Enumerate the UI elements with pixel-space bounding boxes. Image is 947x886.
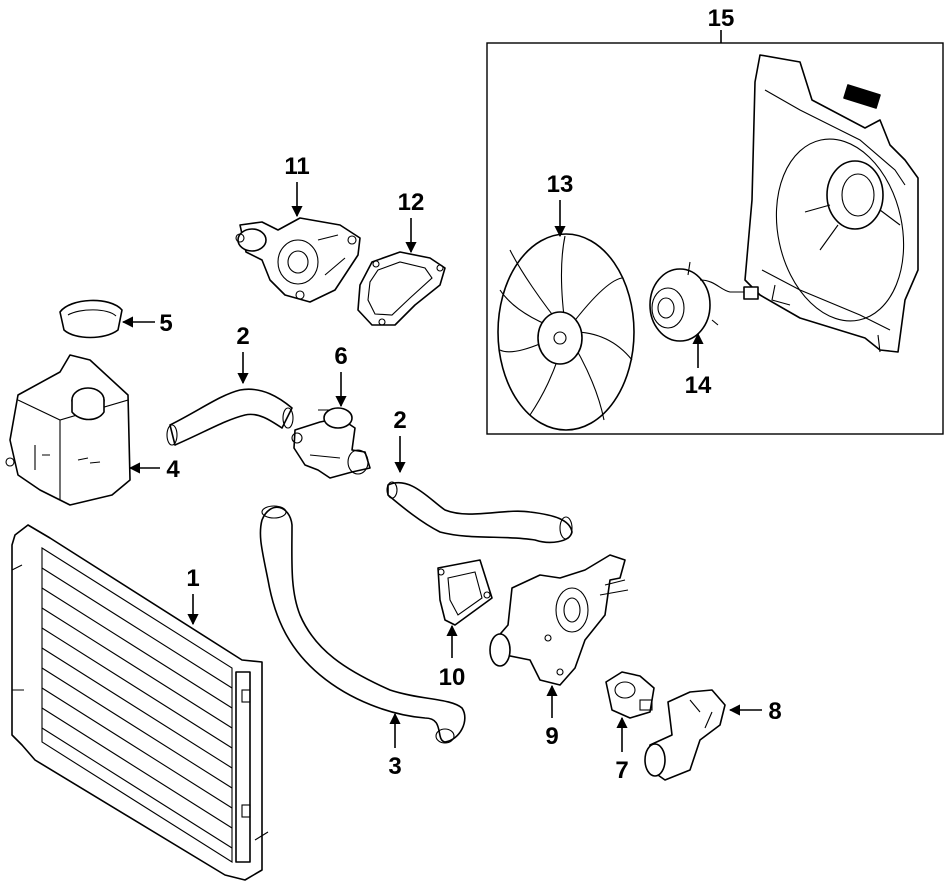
- callout-12: 12: [398, 189, 425, 216]
- water-outlet: [489, 554, 629, 686]
- temperature-sensor: [605, 671, 655, 719]
- callout-2b: 2: [393, 407, 406, 434]
- callout-3: 3: [388, 753, 401, 780]
- fan-blade: [497, 233, 635, 431]
- fan-shroud: [744, 54, 919, 353]
- callout-1: 1: [186, 565, 199, 592]
- fan-assembly-frame: [486, 42, 944, 435]
- reservoir-cap: [59, 299, 123, 339]
- callout-13: 13: [547, 171, 574, 198]
- thermostat-gasket: [437, 559, 493, 626]
- thermostat-housing: [291, 407, 371, 479]
- callout-14: 14: [685, 372, 712, 399]
- callout-5: 5: [159, 310, 172, 337]
- callout-6: 6: [334, 343, 347, 370]
- water-pump-housing: [235, 217, 361, 303]
- callout-11: 11: [284, 153, 309, 180]
- water-pump-gasket: [357, 251, 446, 326]
- lower-hose-right: [386, 481, 573, 544]
- upper-hose-left: [166, 388, 294, 446]
- callout-15: 15: [708, 5, 735, 32]
- thermostat: [644, 689, 726, 781]
- callout-10: 10: [439, 664, 466, 691]
- radiator: [11, 524, 269, 881]
- callout-9: 9: [545, 723, 558, 750]
- radiator-hose: [259, 505, 466, 744]
- callout-7: 7: [615, 757, 628, 784]
- callout-2a: 2: [236, 323, 249, 350]
- callout-4: 4: [166, 456, 180, 483]
- fan-motor: [649, 261, 759, 342]
- coolant-reservoir: [5, 354, 131, 506]
- callout-8: 8: [768, 698, 781, 725]
